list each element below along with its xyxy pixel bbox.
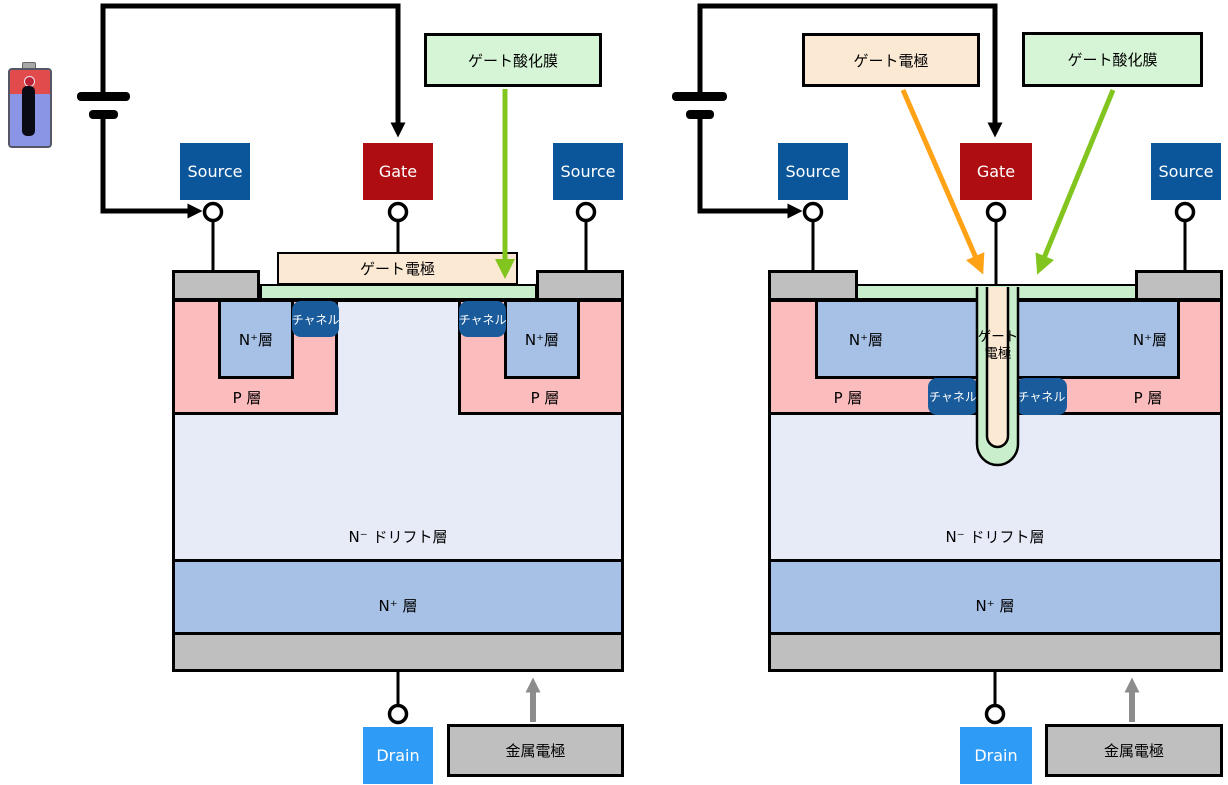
- source-metal-contact-left: [172, 270, 260, 301]
- trench-gate-electrode-label: ゲート 電極: [948, 329, 1048, 363]
- source-terminal-label: Source: [187, 162, 243, 181]
- gate-electrode-layer: ゲート電極: [277, 252, 518, 285]
- metal-electrode-label: 金属電極: [505, 742, 566, 760]
- source-terminal-left: Source: [778, 143, 848, 200]
- battery-icon: [8, 62, 52, 148]
- metal-electrode-callout: 金属電極: [1045, 724, 1223, 777]
- gate-terminal-label: Gate: [378, 162, 418, 181]
- p-well-label: P 層: [1133, 389, 1163, 407]
- battery-bar: [22, 86, 35, 136]
- gate-terminal: Gate: [363, 143, 433, 200]
- source-terminal-right: Source: [553, 143, 623, 200]
- drain-terminal-label: Drain: [376, 746, 420, 765]
- channel-label: チャネル: [291, 312, 340, 327]
- metal-electrode-label: 金属電極: [1103, 742, 1164, 760]
- n-source-region-label: N⁺層: [524, 330, 560, 349]
- source-metal-contact-right: [1135, 270, 1223, 301]
- drain-terminal: Drain: [960, 727, 1032, 784]
- source-terminal-left: Source: [180, 143, 250, 200]
- p-well-label: P 層: [232, 389, 262, 407]
- trench-gate-electrode-line2: 電極: [984, 346, 1012, 362]
- channel-region-right: チャネル: [459, 301, 506, 337]
- battery-body: [8, 68, 52, 148]
- trench-gate-electrode-line1: ゲート: [977, 329, 1019, 345]
- n-substrate-layer: [768, 559, 1223, 635]
- source-metal-contact-right: [536, 270, 624, 301]
- channel-region-left: チャネル: [292, 301, 339, 337]
- gate-oxide-layer: [856, 284, 1137, 300]
- source-terminal-label: Source: [560, 162, 616, 181]
- gate-oxide-callout-label: ゲート酸化膜: [467, 51, 558, 70]
- n-source-region-label: N⁺層: [848, 331, 884, 349]
- drain-terminal: Drain: [363, 727, 433, 784]
- channel-label: チャネル: [1017, 390, 1066, 404]
- drain-terminal-label: Drain: [974, 746, 1018, 765]
- gate-oxide-layer: [260, 284, 537, 300]
- channel-region-left: チャネル: [928, 378, 978, 415]
- battery-symbol-long-plate: [77, 92, 130, 101]
- channel-label: チャネル: [458, 312, 507, 327]
- channel-region-right: チャネル: [1016, 378, 1067, 415]
- substrate-layer-label: N⁺ 層: [378, 597, 418, 615]
- n-source-region-label: N⁺層: [1132, 331, 1168, 349]
- source-terminal-label: Source: [1158, 162, 1214, 181]
- backside-metal-layer: [172, 632, 624, 672]
- p-well-label: P 層: [833, 389, 863, 407]
- n-source-region-right: [1016, 299, 1180, 379]
- gate-oxide-callout: ゲート酸化膜: [424, 33, 602, 87]
- battery-symbol-long-plate: [672, 92, 727, 101]
- n-source-region-label: N⁺層: [238, 330, 274, 349]
- source-wire: [697, 118, 803, 219]
- drift-layer-label: N⁻ ドリフト層: [945, 528, 1045, 546]
- gate-electrode-layer-label: ゲート電極: [359, 260, 435, 278]
- gate-oxide-arrow-right: [1035, 89, 1116, 275]
- drift-layer-label: N⁻ ドリフト層: [348, 528, 448, 546]
- gate-wire: [100, 3, 406, 138]
- battery-symbol-short-plate: [89, 110, 118, 119]
- gate-oxide-callout-label: ゲート酸化膜: [1067, 51, 1158, 69]
- gate-electrode-callout: ゲート電極: [802, 33, 980, 87]
- backside-metal-layer: [768, 632, 1223, 672]
- gate-electrode-callout-label: ゲート電極: [853, 51, 929, 70]
- gate-terminal-label: Gate: [976, 162, 1016, 181]
- source-terminal-right: Source: [1151, 143, 1221, 200]
- substrate-layer-label: N⁺ 層: [975, 597, 1015, 615]
- metal-electrode-callout: 金属電極: [447, 724, 624, 777]
- source-metal-contact-left: [768, 270, 858, 301]
- n-source-region-right: N⁺層: [504, 299, 580, 379]
- gate-oxide-callout: ゲート酸化膜: [1022, 32, 1203, 87]
- gate-terminal: Gate: [960, 143, 1032, 200]
- source-terminal-label: Source: [785, 162, 841, 181]
- p-well-label: P 層: [530, 389, 560, 407]
- source-wire: [100, 118, 203, 219]
- battery-symbol-short-plate: [686, 110, 714, 119]
- n-source-region-left: N⁺層: [218, 299, 294, 379]
- channel-label: チャネル: [929, 390, 977, 404]
